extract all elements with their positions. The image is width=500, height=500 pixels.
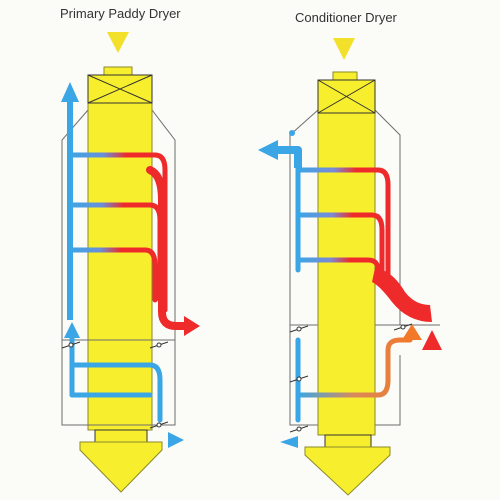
dryer-casing — [374, 109, 440, 326]
discharge-box — [324, 434, 372, 448]
discharge-cone — [79, 441, 163, 493]
inlet-arrow — [107, 32, 129, 53]
top-hopper-cap — [332, 71, 358, 81]
air-duct — [295, 212, 385, 288]
exhaust-outlet — [276, 146, 302, 168]
air-ducts-upper — [295, 162, 391, 293]
inlet-arrow — [333, 38, 355, 60]
hopper-cross — [87, 74, 153, 104]
air-duct — [295, 257, 381, 273]
discharge-box — [94, 429, 148, 443]
primary-paddy-dryer: Primary Paddy Dryer — [60, 6, 200, 493]
air-ducts-lower — [69, 332, 163, 423]
warm-air-arrow — [402, 324, 422, 340]
air-duct — [67, 152, 168, 313]
cooling-air-inlet-arrow — [168, 432, 184, 448]
hot-air-inlet-arrow — [184, 316, 200, 336]
conditioner-dryer-title: Conditioner Dryer — [295, 10, 398, 25]
damper-valve — [61, 341, 169, 429]
cooling-exhaust-arrow — [64, 322, 80, 338]
hot-air-inlet-arrow — [422, 330, 442, 350]
cooling-duct — [69, 362, 163, 398]
exhaust-arrow — [258, 140, 278, 160]
top-hopper — [87, 74, 153, 104]
hot-air-duct — [372, 268, 432, 322]
top-hopper-cap — [103, 66, 133, 76]
air-duct — [67, 247, 158, 303]
damper-valve — [289, 323, 413, 433]
exhaust-arrow — [61, 82, 79, 102]
outlet-vent — [289, 130, 295, 136]
discharge-cone — [304, 446, 391, 496]
top-hopper — [317, 79, 376, 114]
hot-air-duct — [146, 166, 188, 330]
conditioner-dryer: Conditioner Dryer — [258, 10, 442, 496]
primary-dryer-title: Primary Paddy Dryer — [60, 6, 181, 21]
cooling-exhaust-arrow — [280, 436, 298, 448]
air-duct — [295, 167, 391, 293]
hopper-cross — [317, 79, 376, 114]
air-duct — [295, 337, 413, 398]
